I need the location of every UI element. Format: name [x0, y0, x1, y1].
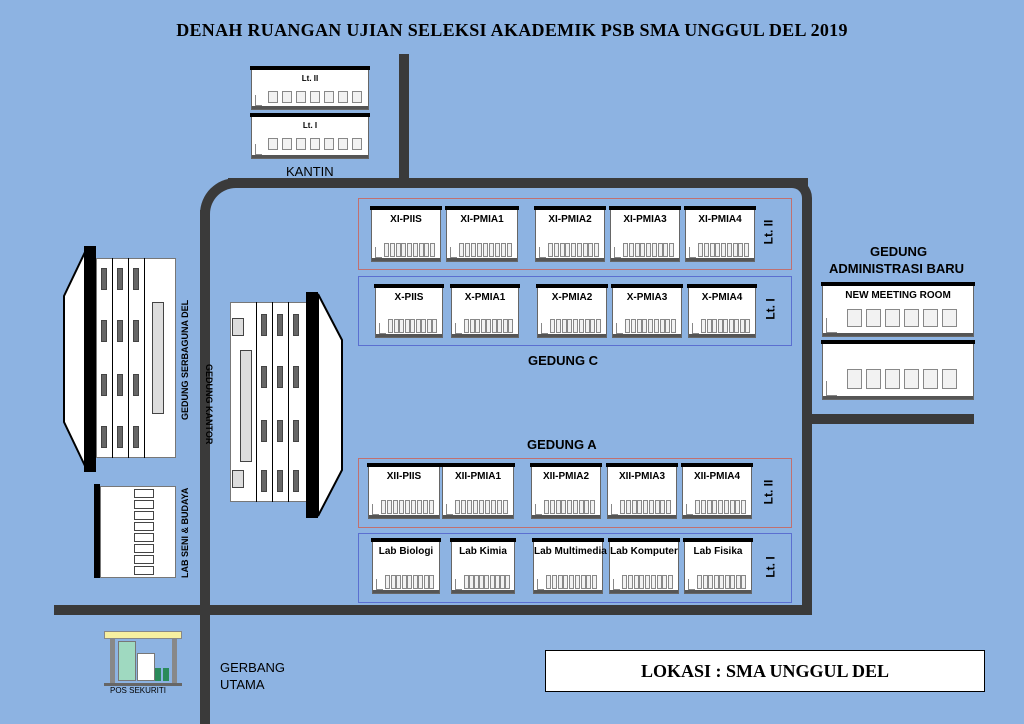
room-label: XII-PMIA3 — [618, 471, 666, 482]
room-label: XI-PMIA2 — [548, 214, 592, 225]
room-lab-komputer: Lab Komputer — [608, 538, 680, 594]
room-x-pmia3: X-PMIA3 — [611, 284, 683, 338]
admin-label-line1: GEDUNG — [870, 244, 928, 259]
gedung-a-lt1-panel — [358, 533, 792, 603]
lab-seni-label: LAB SENI & BUDAYA — [180, 487, 190, 578]
room-label: Lab Fisika — [693, 546, 743, 557]
gedung-c-lt1-label: Lt. I — [763, 298, 778, 320]
room-xii-pmia3: XII-PMIA3 — [606, 463, 678, 519]
room-label: XI-PMIA4 — [698, 214, 742, 225]
road-bottom-horizontal — [54, 605, 812, 615]
room-x-pmia1: X-PMIA1 — [450, 284, 520, 338]
room-label: Lab Kimia — [459, 546, 507, 557]
room-lab-fisika: Lab Fisika — [683, 538, 753, 594]
room-label: X-PMIA2 — [551, 292, 593, 303]
room-label: X-PMIA3 — [626, 292, 668, 303]
gerbang-label-line2: UTAMA — [220, 677, 265, 692]
room-label: XI-PIIS — [390, 214, 422, 225]
room-label: X-PMIA1 — [464, 292, 506, 303]
room-xi-pmia1: XI-PMIA1 — [445, 206, 519, 262]
room-lab-multimedia: Lab Multimedia — [532, 538, 607, 594]
lokasi-box: LOKASI : SMA UNGGUL DEL — [545, 650, 985, 692]
map-title: DENAH RUANGAN UJIAN SELEKSI AKADEMIK PSB… — [176, 20, 848, 40]
road-left-vertical — [200, 210, 210, 724]
road-north-vertical — [399, 54, 409, 184]
room-xii-piis: XII-PIIS — [367, 463, 441, 519]
room-x-pmia4: X-PMIA4 — [687, 284, 757, 338]
room-label: Lab Multimedia — [534, 546, 607, 557]
admin-meeting-room: NEW MEETING ROOM — [821, 282, 975, 337]
room-xi-pmia3: XI-PMIA3 — [609, 206, 681, 262]
room-xii-pmia2: XII-PMIA2 — [530, 463, 602, 519]
room-label: XI-PMIA1 — [460, 214, 504, 225]
room-label: XII-PIIS — [386, 471, 422, 482]
road-right-vertical — [802, 205, 812, 605]
room-label: X-PIIS — [394, 292, 424, 303]
road-top-right-curve — [780, 178, 812, 210]
room-label: XI-PMIA3 — [623, 214, 667, 225]
room-x-pmia2: X-PMIA2 — [536, 284, 608, 338]
room-lab-kimia: Lab Kimia — [450, 538, 516, 594]
gedung-a-lt1-label: Lt. I — [763, 556, 778, 578]
room-label: Lab Biologi — [378, 546, 434, 557]
road-top-horizontal — [228, 178, 808, 188]
gedung-c-label: GEDUNG C — [528, 353, 599, 368]
room-xii-pmia1: XII-PMIA1 — [441, 463, 515, 519]
kantin-lt2: Lt. II — [250, 66, 370, 110]
road-top-left-curve — [200, 178, 240, 218]
gedung-kantor-label: GEDUNG KANTOR — [204, 364, 214, 445]
room-label: XII-PMIA1 — [454, 471, 502, 482]
gedung-c-lt2-label: Lt. II — [761, 219, 776, 245]
gedung-a-label: GEDUNG A — [527, 437, 597, 452]
gedung-c-lt1-panel — [358, 276, 792, 346]
road-admin-branch — [812, 414, 974, 424]
room-label: Lab Komputer — [610, 546, 678, 557]
room-lab-biologi: Lab Biologi — [371, 538, 441, 594]
gedung-a-lt2-panel — [358, 458, 792, 528]
room-xii-pmia4: XII-PMIA4 — [681, 463, 753, 519]
room-label: XII-PMIA2 — [542, 471, 590, 482]
room-label: X-PMIA4 — [701, 292, 743, 303]
gedung-c-lt2-panel — [358, 198, 792, 270]
pos-sekuriti-label: POS SEKURITI — [110, 686, 167, 695]
room-x-piis: X-PIIS — [374, 284, 444, 338]
kantor-shape — [317, 293, 343, 517]
kantin-label: KANTIN — [286, 164, 334, 179]
room-label: XII-PMIA4 — [693, 471, 741, 482]
room-xi-pmia2: XI-PMIA2 — [534, 206, 606, 262]
admin-ground-floor — [821, 340, 975, 400]
gedung-a-lt2-label: Lt. II — [761, 479, 776, 505]
room-xi-pmia4: XI-PMIA4 — [684, 206, 756, 262]
gedung-serbaguna-label: GEDUNG SERBAGUNA DEL — [180, 299, 190, 420]
admin-label-line2: ADMINISTRASI BARU — [829, 261, 965, 276]
gerbang-label-line1: GERBANG — [220, 660, 286, 675]
room-xi-piis: XI-PIIS — [370, 206, 442, 262]
kantin-lt1: Lt. I — [250, 113, 370, 159]
